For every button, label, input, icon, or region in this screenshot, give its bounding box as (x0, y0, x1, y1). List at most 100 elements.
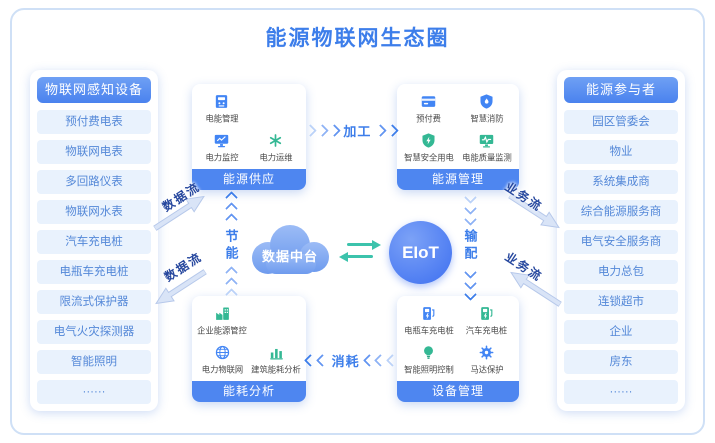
card-item-label: 建筑能耗分析 (251, 365, 301, 375)
card-item-label: 电能管理 (205, 114, 239, 124)
data-platform-cloud: 数据中台 (240, 220, 340, 280)
card-label-device-management: 设备管理 (397, 381, 519, 402)
motor-protect-icon (478, 344, 495, 361)
card-item: 电能质量监测 (460, 132, 514, 164)
card-item: 预付费 (415, 93, 442, 125)
flow-distribute: 输配 (461, 191, 479, 301)
outer-frame (10, 8, 705, 435)
energy-participants-panel-header: 能源参与者 (564, 77, 678, 103)
card-item: 建筑能耗分析 (249, 344, 303, 376)
eiot-circle: EIoT (389, 221, 452, 284)
panel-item: 系统集成商 (564, 170, 678, 194)
panel-item: 物联网水表 (37, 200, 151, 224)
panel-item: 汽车充电桩 (37, 230, 151, 254)
card-energy-supply: 电能管理电力监控 电力运维 能源供应 (192, 84, 306, 190)
power-meter-icon (213, 93, 230, 110)
card-label-energy-management: 能源管理 (397, 169, 519, 190)
card-item-label: 智慧消防 (470, 114, 504, 124)
power-quality-icon (478, 132, 495, 149)
card-items: 电瓶车充电桩 汽车充电桩智能照明控制 马达保护 (397, 296, 519, 381)
card-item: 电力运维 (258, 132, 294, 164)
prepaid-icon (420, 93, 437, 110)
chevron-down-icon (463, 288, 477, 301)
card-item: 电力物联网 (200, 344, 245, 376)
card-item: 企业能源管控 (195, 305, 249, 337)
power-ops-icon (267, 132, 284, 149)
card-items: 电能管理电力监控 电力运维 (192, 84, 306, 169)
exchange-arrow-right-icon (347, 239, 381, 250)
panel-item: 电瓶车充电桩 (37, 260, 151, 284)
card-item: 马达保护 (469, 344, 505, 376)
iot-devices-panel-header: 物联网感知设备 (37, 77, 151, 103)
card-items: 企业能源管控电力物联网建筑能耗分析 (192, 296, 306, 381)
card-item-label: 智能照明控制 (404, 365, 454, 375)
card-energy-management: 预付费 智慧消防智慧安全用电电能质量监测 能源管理 (397, 84, 519, 190)
smart-lighting-icon (420, 344, 437, 361)
flow-distribute-label: 输配 (462, 229, 478, 263)
card-device-management: 电瓶车充电桩 汽车充电桩智能照明控制 马达保护 设备管理 (397, 296, 519, 402)
car-charging-icon (478, 305, 495, 322)
panel-item: 电气火灾探测器 (37, 320, 151, 344)
chevron-right-icon (315, 124, 329, 137)
energy-participants-panel: 能源参与者 园区管委会物业系统集成商综合能源服务商电气安全服务商电力总包连锁超市… (557, 70, 685, 411)
panel-item: 电力总包 (564, 260, 678, 284)
safe-power-icon (420, 132, 437, 149)
chevron-left-icon (304, 354, 317, 367)
panel-item: 限流式保护器 (37, 290, 151, 314)
ebike-charging-icon (420, 305, 437, 322)
chevron-right-icon (327, 124, 341, 137)
card-label-energy-supply: 能源供应 (192, 169, 306, 190)
card-item: 电力监控 (204, 132, 240, 164)
cloud-icon (252, 225, 329, 274)
power-iot-icon (214, 344, 231, 361)
flow-save-label: 节能 (223, 229, 239, 263)
card-item: 智能照明控制 (402, 344, 456, 376)
chevron-down-icon (463, 213, 477, 226)
flow-process-label: 加工 (343, 124, 372, 139)
card-item-label: 电力监控 (205, 153, 239, 163)
enterprise-energy-icon (214, 305, 231, 322)
card-item-label: 电能质量监测 (462, 153, 512, 163)
panel-item: ······ (564, 380, 678, 404)
panel-item: 物业 (564, 140, 678, 164)
panel-item: 智能照明 (37, 350, 151, 374)
iot-devices-panel-items: 预付费电表物联网电表多回路仪表物联网水表汽车充电桩电瓶车充电桩限流式保护器电气火… (37, 110, 151, 404)
flow-consume: 消耗 (304, 351, 399, 370)
chevron-up-icon (224, 213, 238, 226)
card-item: 汽车充电桩 (464, 305, 509, 337)
panel-item: 多回路仪表 (37, 170, 151, 194)
card-item-label: 电力物联网 (201, 365, 243, 375)
chevron-left-icon (315, 354, 329, 367)
card-item-label: 马达保护 (470, 365, 504, 375)
panel-item: 预付费电表 (37, 110, 151, 134)
chevron-right-icon (304, 124, 317, 137)
card-item-label: 电瓶车充电桩 (404, 326, 454, 336)
card-item: 智慧安全用电 (402, 132, 456, 164)
cloud-label: 数据中台 (261, 249, 318, 264)
power-monitor-icon (213, 132, 230, 149)
card-item-label: 电力运维 (259, 153, 293, 163)
panel-item: 连锁超市 (564, 290, 678, 314)
card-item-label: 企业能源管控 (197, 326, 247, 336)
iot-devices-panel: 物联网感知设备 预付费电表物联网电表多回路仪表物联网水表汽车充电桩电瓶车充电桩限… (30, 70, 158, 411)
panel-item: ······ (37, 380, 151, 404)
fire-shield-icon (478, 93, 495, 110)
card-item: 电瓶车充电桩 (402, 305, 456, 337)
card-item-label: 汽车充电桩 (466, 326, 508, 336)
card-item: 电能管理 (204, 93, 240, 125)
panel-item: 电气安全服务商 (564, 230, 678, 254)
energy-chart-icon (268, 344, 285, 361)
panel-item: 物联网电表 (37, 140, 151, 164)
exchange-arrow-left-icon (339, 251, 373, 262)
flow-process: 加工 (304, 121, 399, 140)
card-items: 预付费 智慧消防智慧安全用电电能质量监测 (397, 84, 519, 169)
panel-item: 园区管委会 (564, 110, 678, 134)
card-energy-analysis: 企业能源管控电力物联网建筑能耗分析 能耗分析 (192, 296, 306, 402)
energy-participants-panel-items: 园区管委会物业系统集成商综合能源服务商电气安全服务商电力总包连锁超市企业房东··… (564, 110, 678, 404)
panel-item: 综合能源服务商 (564, 200, 678, 224)
card-item-label: 预付费 (416, 114, 442, 124)
page-title: 能源物联网生态圈 (265, 27, 450, 50)
card-item-label: 智慧安全用电 (404, 153, 454, 163)
panel-item: 房东 (564, 350, 678, 374)
